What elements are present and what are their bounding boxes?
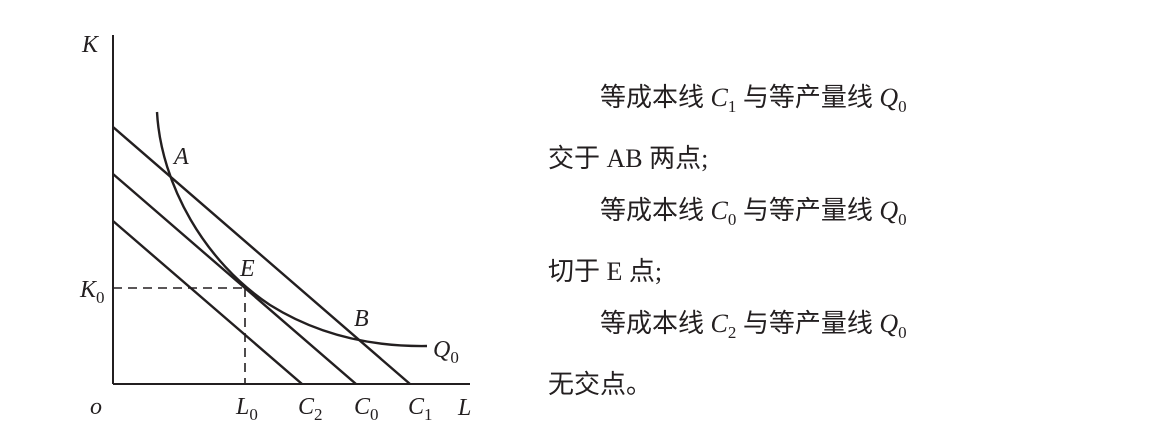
explanation-line-1-cont: 交于 AB 两点;	[548, 144, 709, 173]
isocost-line-c2	[112, 220, 303, 385]
c2-label: C2	[298, 394, 323, 424]
explanation-line-2: 等成本线 C0 与等产量线 Q0	[600, 196, 907, 229]
point-e-label: E	[239, 256, 255, 282]
explanation-line-3: 等成本线 C2 与等产量线 Q0	[600, 309, 907, 342]
point-b-label: B	[354, 306, 369, 332]
explanation-text: 等成本线 C1 与等产量线 Q0 交于 AB 两点; 等成本线 C0 与等产量线…	[548, 72, 1018, 411]
point-a-label: A	[172, 144, 189, 170]
explanation-line-1: 等成本线 C1 与等产量线 Q0	[600, 83, 907, 116]
x-axis-label: L	[457, 395, 471, 421]
isocost-line-c0	[112, 173, 357, 385]
c1-label: C1	[408, 394, 433, 424]
k0-label: K0	[79, 277, 105, 307]
c0-label: C0	[354, 394, 379, 424]
explanation-line-3-cont: 无交点。	[548, 370, 653, 399]
l0-label: L0	[235, 394, 258, 424]
isocost-line-c1	[112, 126, 411, 385]
isocost-isoquant-diagram: K L o A E B K0 L0 C2 C0 C1 Q0	[79, 32, 471, 424]
q0-label: Q0	[433, 337, 459, 367]
isoquant-curve-q0	[155, 111, 428, 348]
explanation-line-2-cont: 切于 E 点;	[548, 257, 663, 286]
y-axis-label: K	[81, 32, 100, 58]
origin-label: o	[90, 394, 102, 420]
